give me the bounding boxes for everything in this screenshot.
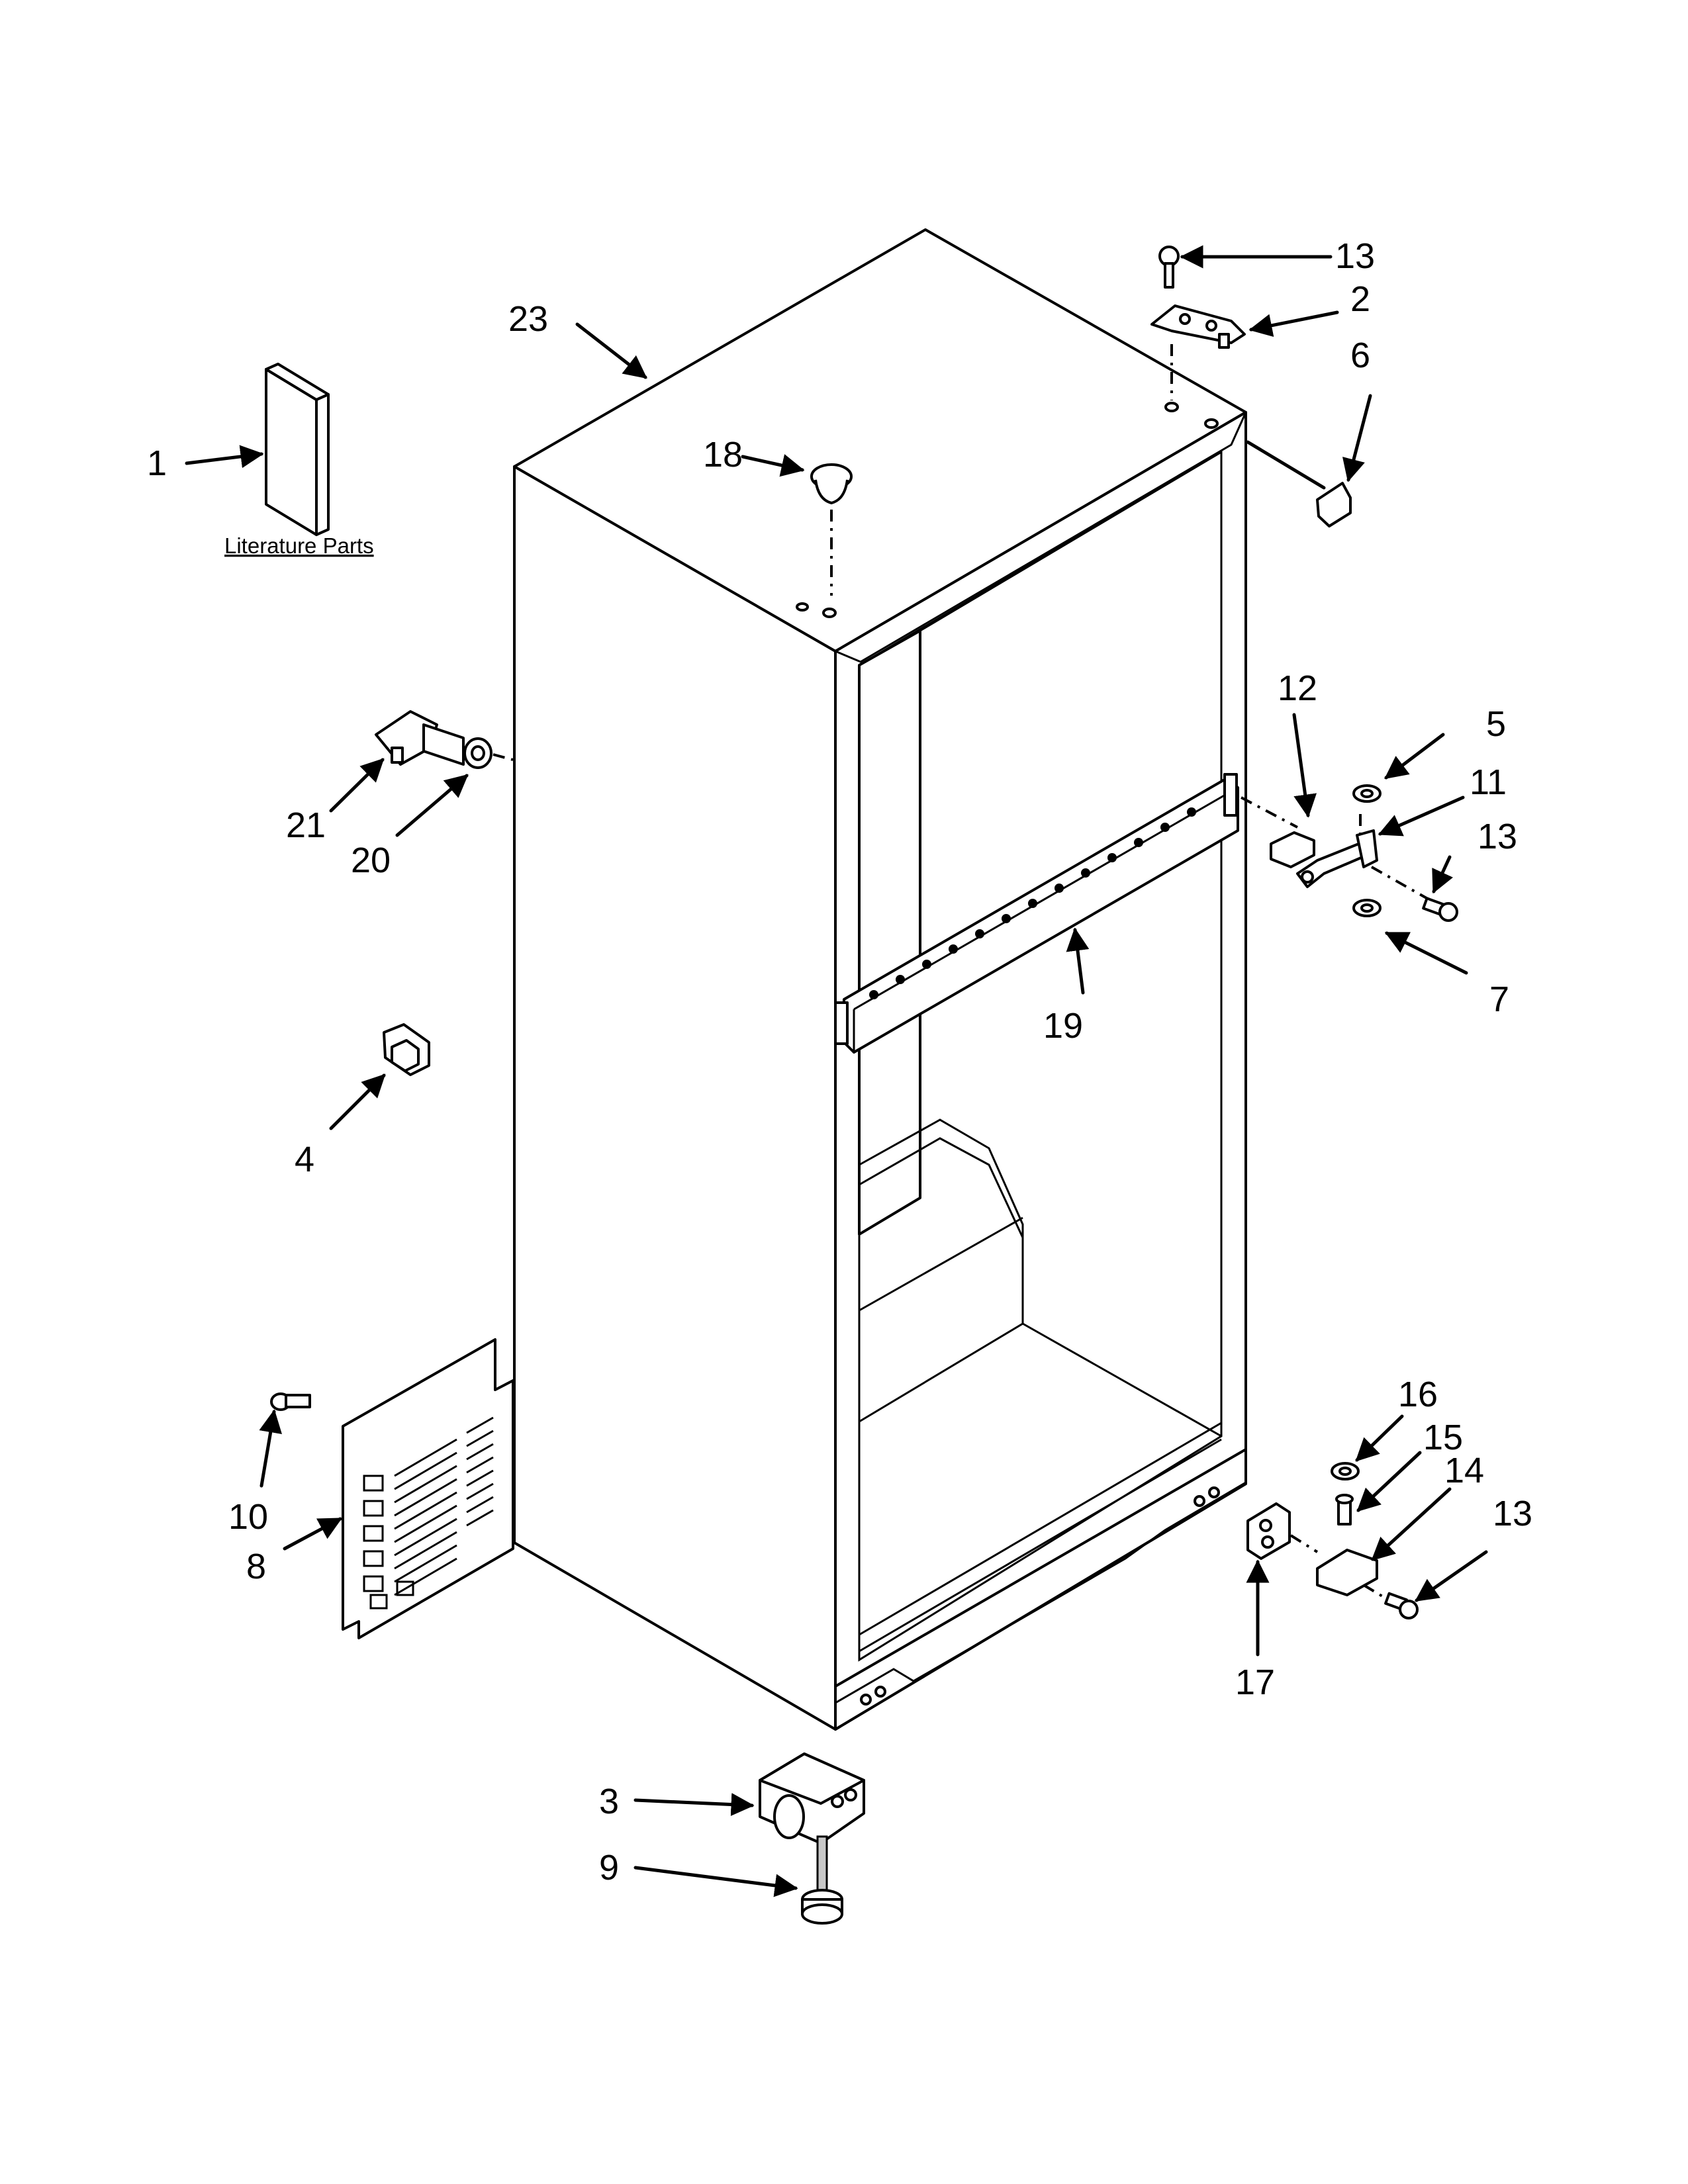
literature-parts-label: Literature Parts <box>224 533 374 558</box>
hinge-washers <box>1352 784 1382 917</box>
hinge-pin-assembly <box>375 710 514 769</box>
top-plug <box>810 463 853 596</box>
leader-arrows <box>185 245 1488 1897</box>
callout-1: 1 <box>147 443 167 483</box>
callout-7: 7 <box>1489 979 1509 1019</box>
hinge-screw-middle <box>1422 897 1458 922</box>
callout-14: 14 <box>1444 1451 1484 1490</box>
callout-13: 13 <box>1477 817 1517 856</box>
callout-13: 13 <box>1493 1494 1532 1533</box>
callout-labels: 1 23 18 13 2 6 12 5 11 13 7 19 21 20 4 1… <box>147 236 1532 1888</box>
callout-20: 20 <box>351 841 391 880</box>
hinge-cover <box>1316 482 1352 527</box>
callout-19: 19 <box>1043 1006 1083 1046</box>
rear-access-panel <box>342 1338 514 1639</box>
callout-21: 21 <box>286 805 326 845</box>
center-mullion <box>834 773 1239 1054</box>
literature-parts-book <box>265 363 330 536</box>
callout-9: 9 <box>599 1848 619 1888</box>
top-hinge <box>1150 246 1246 400</box>
leveling-leg <box>801 1835 843 1925</box>
callout-12: 12 <box>1278 668 1317 708</box>
bottom-hinge <box>1246 1462 1419 1619</box>
callout-10: 10 <box>228 1497 268 1537</box>
callout-8: 8 <box>246 1547 266 1586</box>
callout-6: 6 <box>1350 336 1370 375</box>
wire-clip <box>383 1023 430 1076</box>
callout-17: 17 <box>1235 1662 1275 1702</box>
hinge-cover-leader <box>1246 440 1326 490</box>
callout-13: 13 <box>1335 236 1375 276</box>
panel-screw <box>270 1392 311 1411</box>
callout-23: 23 <box>508 299 548 339</box>
callout-15: 15 <box>1423 1418 1463 1457</box>
callout-16: 16 <box>1398 1375 1438 1414</box>
roller-assembly <box>759 1752 865 1844</box>
callout-2: 2 <box>1350 279 1370 319</box>
center-hinge <box>1241 796 1442 908</box>
callout-5: 5 <box>1486 704 1506 744</box>
callout-11: 11 <box>1470 762 1507 802</box>
callout-18: 18 <box>703 435 743 475</box>
callout-4: 4 <box>295 1140 314 1179</box>
cabinet-body <box>513 228 1247 1731</box>
callout-3: 3 <box>599 1782 619 1821</box>
